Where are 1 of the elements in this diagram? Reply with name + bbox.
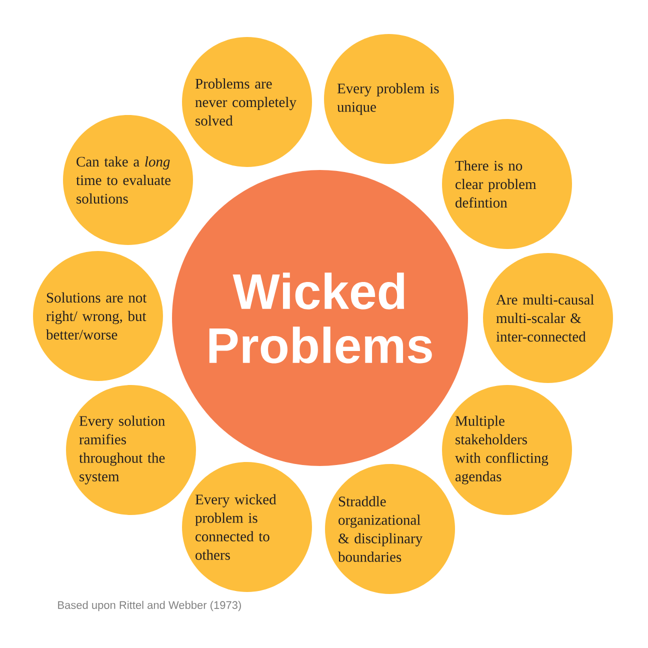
source-note: Based upon Rittel and Webber (1973) [58,600,241,612]
